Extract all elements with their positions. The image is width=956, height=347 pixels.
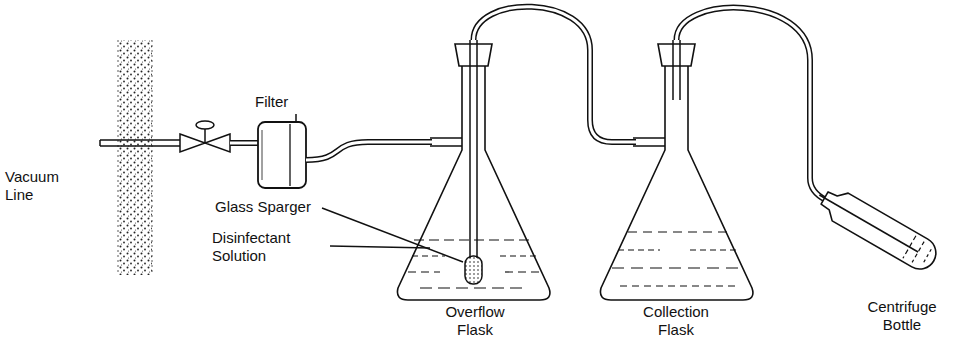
wall	[152, 40, 153, 275]
collection-flask	[633, 138, 665, 146]
filter-housing	[258, 122, 306, 188]
collection-flask	[618, 249, 660, 250]
hose	[230, 140, 258, 146]
vacuum-pipe	[100, 140, 182, 146]
hose	[677, 8, 827, 200]
wall	[118, 40, 152, 275]
leader-line	[330, 246, 430, 248]
wall	[118, 40, 119, 275]
collection-flask	[690, 249, 738, 250]
part-label: Glass Sparger	[215, 198, 325, 216]
valve	[204, 129, 206, 143]
hose	[474, 7, 637, 142]
overflow-flask	[430, 138, 462, 146]
glass-sparger	[476, 40, 478, 258]
leader-line	[322, 208, 463, 262]
valve	[180, 121, 230, 152]
centrifuge-bottle	[811, 181, 941, 275]
hose	[474, 7, 637, 142]
vacuum-pipe	[99, 140, 101, 146]
hose	[306, 142, 432, 160]
hose	[474, 7, 637, 142]
overflow-flask	[412, 255, 445, 256]
part-label: Collection Flask	[628, 303, 724, 339]
collection-flask	[672, 40, 674, 100]
centrifuge-bottle	[819, 195, 918, 252]
collection-flask	[612, 267, 742, 268]
part-label: Filter	[255, 93, 315, 111]
filter-housing	[289, 124, 290, 186]
glass-sparger	[469, 40, 471, 258]
overflow-flask	[455, 44, 492, 66]
centrifuge-bottle	[903, 236, 916, 259]
overflow-flask	[420, 287, 528, 288]
hose	[306, 142, 432, 160]
overflow-flask	[500, 255, 538, 256]
vacuum-pipe	[100, 145, 182, 147]
hose	[230, 142, 258, 145]
wall	[118, 40, 152, 275]
part-label: Centrifuge Bottle	[856, 298, 948, 334]
vacuum-pipe	[100, 139, 182, 141]
leader-line	[295, 114, 297, 121]
centrifuge-bottle	[922, 249, 931, 265]
valve	[196, 121, 214, 129]
overflow-flask	[414, 239, 533, 240]
valve	[205, 134, 230, 152]
collection-flask	[628, 231, 727, 232]
part-label: Disinfectant Solution	[212, 229, 324, 265]
filter-housing	[262, 130, 263, 180]
overflow-flask	[505, 271, 540, 272]
glass-sparger	[465, 40, 482, 284]
collection-flask	[600, 40, 753, 300]
collection-flask	[600, 62, 753, 300]
centrifuge-bottle	[817, 184, 942, 275]
hose	[677, 8, 827, 200]
collection-flask	[658, 44, 695, 66]
part-label: Vacuum Line	[5, 168, 77, 204]
part-label: Overflow Flask	[432, 303, 518, 339]
overflow-flask	[397, 62, 550, 300]
overflow-flask	[397, 44, 550, 300]
centrifuge-bottle	[912, 242, 924, 263]
overflow-flask	[408, 271, 440, 272]
filter-housing	[258, 122, 306, 188]
hose	[306, 142, 432, 160]
collection-flask	[620, 285, 735, 286]
glass-sparger	[465, 256, 482, 284]
hose	[677, 8, 827, 200]
collection-flask	[679, 40, 681, 100]
hose	[230, 143, 258, 144]
valve	[180, 134, 205, 152]
